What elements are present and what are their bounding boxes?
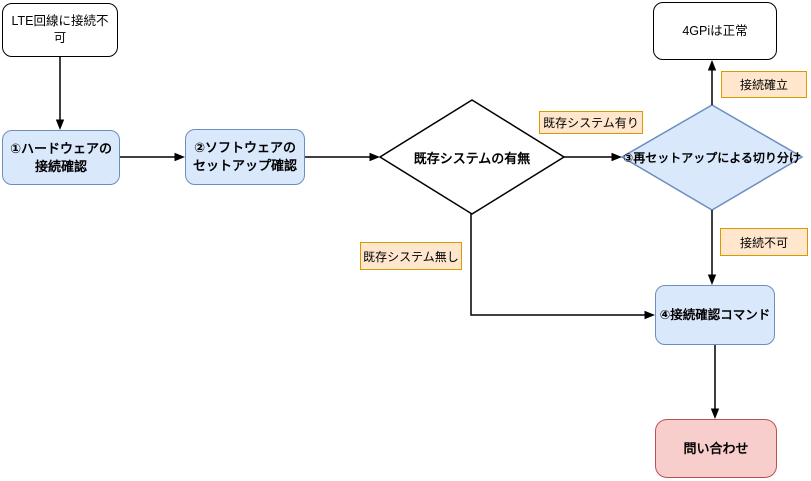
arrowhead-decision-to-command (644, 310, 655, 320)
arrowhead-command-to-inquiry (710, 408, 720, 419)
node-hardware-check: ①ハードウェアの接続確認 (2, 130, 120, 185)
node-resetup-decision: ③再セットアップによる切り分け (623, 150, 801, 165)
edge-label-connect-established: 接続確立 (721, 71, 807, 98)
node-software-check: ②ソフトウェアのセットアップ確認 (185, 129, 305, 185)
node-inquiry: 問い合わせ (655, 419, 777, 478)
edge-label-system-none: 既存システム無し (360, 242, 462, 270)
edge-decision-to-command-line (470, 214, 645, 316)
node-4gpi-ok: 4GPiは正常 (653, 2, 777, 60)
node-existing-system-decision: 既存システムの有無 (413, 150, 531, 166)
edge-label-connect-failed: 接続不可 (720, 228, 808, 256)
arrowhead-resetup-to-command (707, 274, 717, 285)
edge-label-system-exists: 既存システム有り (539, 111, 643, 134)
arrowhead-software-to-decision (369, 152, 380, 162)
arrowhead-lte-to-hardware (55, 119, 65, 130)
arrowhead-hardware-to-software (174, 152, 185, 162)
node-check-command: ④接続確認コマンド (655, 285, 775, 345)
arrowhead-resetup-to-gpi (707, 60, 717, 71)
arrowhead-decision-to-resetup (611, 152, 622, 162)
node-lte-start: LTE回線に接続不可 (2, 3, 118, 57)
diamond-resetup-shape (620, 104, 804, 211)
